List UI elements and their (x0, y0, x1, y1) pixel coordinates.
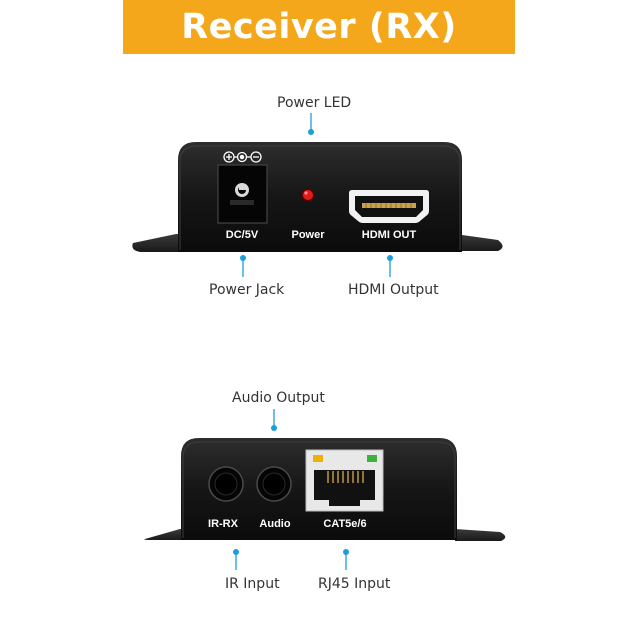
audio-output-pointer (271, 409, 277, 431)
ir-rx-label: IR-RX (208, 518, 239, 530)
audio-jack (256, 466, 292, 502)
power-jack-callout: Power Jack (209, 282, 285, 298)
title-banner: Receiver (RX) (123, 0, 515, 54)
top-device: DC/5V Power HDMI OUT (132, 142, 503, 252)
power-led-callout: Power LED (277, 95, 352, 111)
ir-input-callout: IR Input (225, 576, 280, 592)
hdmi-output-pointer (387, 255, 393, 277)
power-jack-port (217, 164, 268, 224)
dc-5v-label: DC/5V (226, 229, 259, 241)
left-mounting-flange (132, 234, 186, 252)
hdmi-out-label: HDMI OUT (362, 229, 417, 241)
audio-output-callout: Audio Output (232, 390, 325, 406)
rj45-input-callout: RJ45 Input (318, 576, 391, 592)
ir-input-pointer (233, 549, 239, 570)
power-jack-pointer (240, 255, 246, 277)
right-mounting-flange (455, 234, 503, 251)
rj45-input-pointer (343, 549, 349, 570)
right-mounting-flange (455, 529, 506, 541)
power-led-label: Power (291, 229, 325, 241)
hdmi-out-port (349, 190, 429, 223)
dc-polarity-icon (223, 151, 262, 163)
power-led (301, 188, 315, 202)
bottom-device: IR-RX Audio CAT5e/6 (144, 438, 506, 541)
ir-rx-jack (208, 466, 244, 502)
rj45-port (305, 449, 384, 512)
audio-label: Audio (259, 518, 290, 530)
hdmi-output-callout: HDMI Output (348, 282, 439, 298)
page-title: Receiver (RX) (181, 7, 457, 47)
left-mounting-flange (144, 529, 186, 540)
cat5e6-label: CAT5e/6 (323, 518, 366, 530)
power-led-pointer (308, 113, 314, 135)
